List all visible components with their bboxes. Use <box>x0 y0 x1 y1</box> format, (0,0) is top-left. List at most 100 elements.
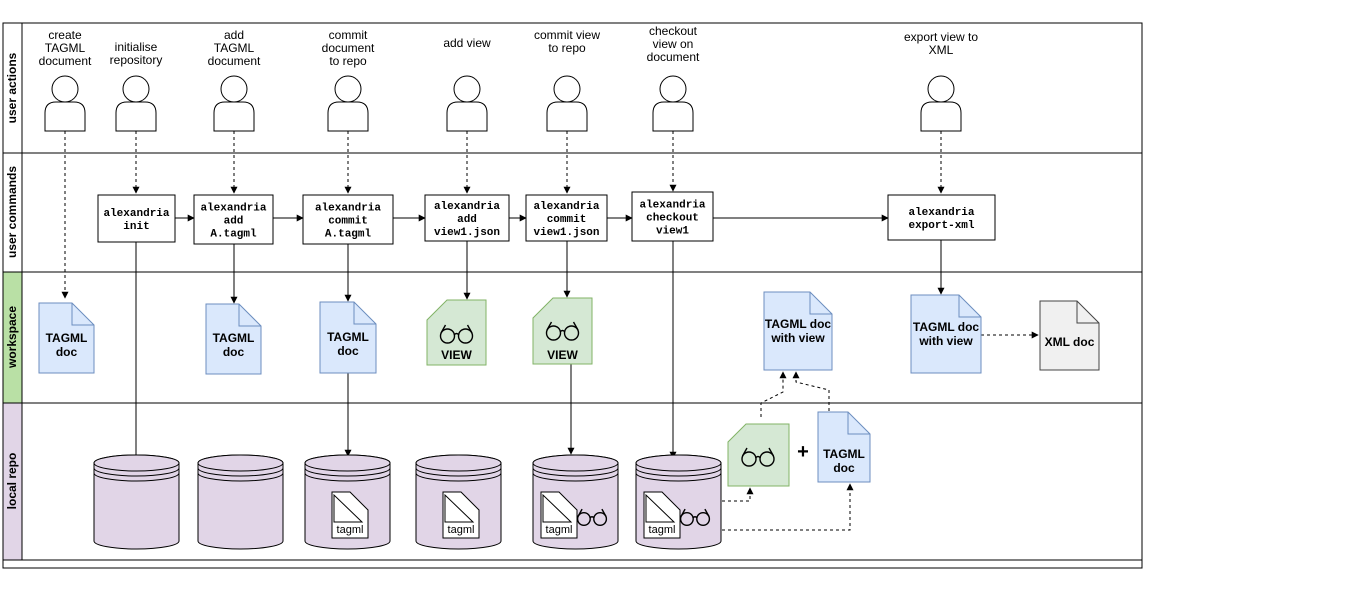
tagml-file-icon: tagml <box>643 491 681 539</box>
tagml-file-label: tagml <box>337 524 364 536</box>
user-icon <box>546 75 588 132</box>
doc-label: doc <box>833 461 855 475</box>
glasses-icon <box>679 508 711 527</box>
user-actions: createTAGMLdocumentinitialiserepositorya… <box>39 24 978 132</box>
user-icon <box>446 75 488 132</box>
user-icon <box>327 75 369 132</box>
user-icon <box>920 75 962 132</box>
action-label: document <box>208 54 261 68</box>
solid-connectors <box>132 214 945 462</box>
view-label: VIEW <box>441 348 472 362</box>
action-label: checkout <box>649 24 698 38</box>
command-text: alexandria <box>103 208 169 220</box>
command-text: A.tagml <box>210 229 257 241</box>
command-text: alexandria <box>315 203 381 215</box>
glasses-icon <box>741 447 775 467</box>
action-label: initialise <box>115 40 158 54</box>
action-label: commit <box>329 28 368 42</box>
action-label: document <box>647 50 700 64</box>
command-text: view1 <box>656 226 689 238</box>
doc-label: TAGML <box>46 331 88 345</box>
repo-cylinder: tagml <box>635 454 722 550</box>
doc-label: TAGML <box>213 331 255 345</box>
action-label: TAGML <box>45 41 86 55</box>
command-text: alexandria <box>200 203 266 215</box>
glasses-icon <box>439 324 474 344</box>
repo-cylinder <box>197 454 284 550</box>
repo-cylinder: tagml <box>304 454 391 550</box>
user-action: add view <box>443 36 491 132</box>
command-text: alexandria <box>639 200 705 212</box>
doc-label: TAGML <box>327 330 369 344</box>
command-text: view1.json <box>434 227 500 239</box>
command-text: commit <box>328 216 368 228</box>
swimlane-frame <box>2 22 1143 569</box>
view-file: VIEW <box>532 297 593 365</box>
action-label: XML <box>929 43 954 57</box>
command-text: init <box>123 221 149 233</box>
user-commands: alexandriainitalexandriaaddA.tagmlalexan… <box>97 191 996 245</box>
tagml-file-icon: tagml <box>442 491 480 539</box>
command-text: export-xml <box>908 220 974 232</box>
user-icon <box>652 75 694 132</box>
command-text: alexandria <box>533 201 599 213</box>
doc-label: TAGML doc <box>765 317 832 331</box>
lane-label-workspace: workspace <box>5 306 19 369</box>
tagml-file-label: tagml <box>546 524 573 536</box>
action-label: add view <box>443 36 491 50</box>
view-label: VIEW <box>547 348 578 362</box>
action-label: view on <box>653 37 694 51</box>
user-icon <box>213 75 255 132</box>
action-label: document <box>39 54 92 68</box>
repo-cylinder: tagml <box>415 454 502 550</box>
doc-label: with view <box>770 331 825 345</box>
action-label: document <box>322 41 375 55</box>
doc-label: doc <box>223 345 245 359</box>
lane-label-local-repo: local repo <box>5 453 19 510</box>
action-label: add <box>224 28 244 42</box>
tagml-file-icon: tagml <box>540 491 578 539</box>
command-text: checkout <box>646 213 699 225</box>
repo-cylinder <box>93 454 180 550</box>
command-text: A.tagml <box>325 229 372 241</box>
view-file: VIEW <box>426 299 487 366</box>
user-icon <box>115 75 157 132</box>
repo-cylinder: tagml <box>532 454 619 550</box>
command-text: view1.json <box>533 227 599 239</box>
lane-label-user-actions: user actions <box>5 52 19 123</box>
glasses-icon <box>576 508 608 527</box>
glasses-icon <box>545 321 580 341</box>
plus-sign: + <box>797 441 809 463</box>
user-icon <box>44 75 86 132</box>
action-label: to repo <box>548 41 586 55</box>
doc-label: TAGML <box>823 447 865 461</box>
lane-label-user-commands: user commands <box>5 166 19 258</box>
action-label: to repo <box>329 54 367 68</box>
action-label: export view to <box>904 30 978 44</box>
action-label: TAGML <box>214 41 255 55</box>
xml-doc: XML doc <box>1039 300 1100 371</box>
action-label: create <box>48 28 82 42</box>
dashed-connectors <box>61 131 1039 531</box>
action-label: repository <box>110 53 163 67</box>
